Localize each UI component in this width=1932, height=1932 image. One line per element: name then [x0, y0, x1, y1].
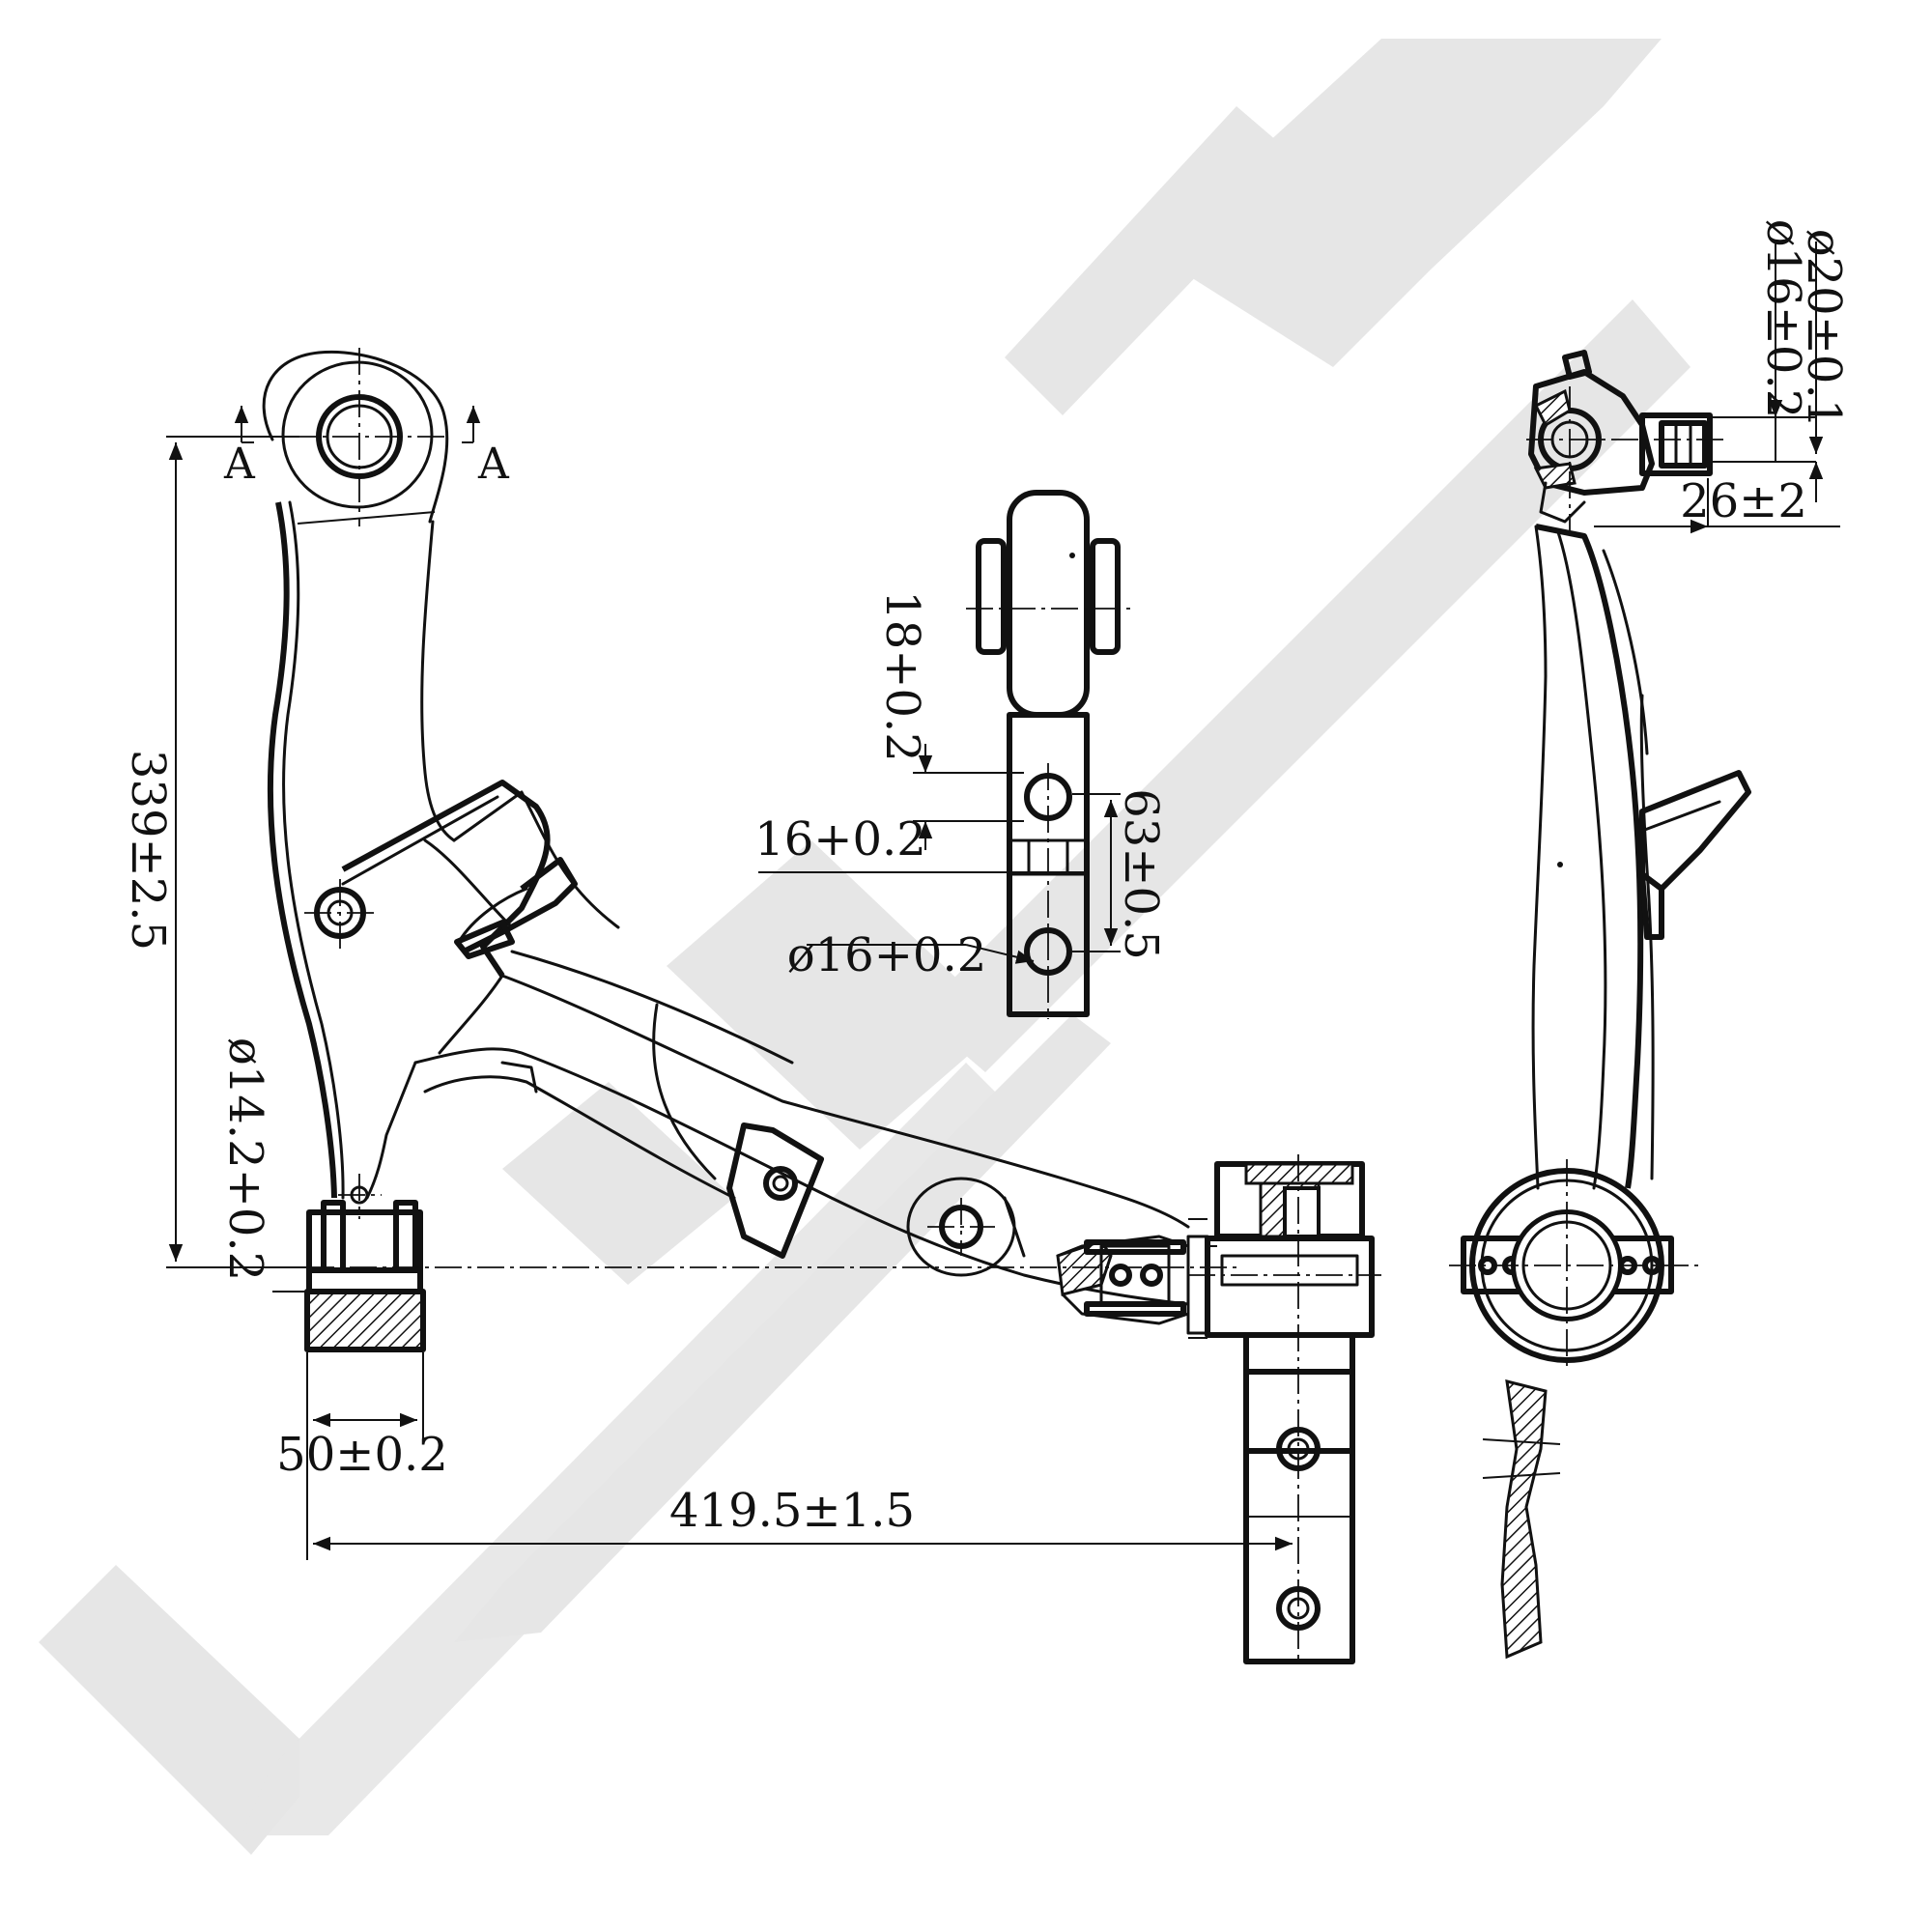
main-view-control-arm [262, 348, 1381, 1664]
dim-ball-16-label: ø16±0.2 [1756, 219, 1810, 419]
dim-ball-26-label: 26±2 [1680, 474, 1807, 528]
dim-overall-length: 419.5±1.5 [306, 1439, 1293, 1560]
dim-lug-16-label: 16+0.2 [754, 812, 926, 867]
dim-ball-joint: ø20±0.1 ø16±0.2 26±2 [1594, 219, 1851, 534]
dim-height-label: 339±2.5 [121, 750, 175, 951]
dim-ball-20-label: ø20±0.1 [1797, 229, 1851, 429]
dim-overall-length-label: 419.5±1.5 [669, 1484, 915, 1538]
dim-lug-16: 16+0.2 [754, 812, 1087, 873]
dim-lug-18: 18+0.2 [875, 590, 1024, 850]
dim-lug-18-label: 18+0.2 [875, 590, 929, 762]
dim-lug-63: 63±0.5 [1072, 788, 1168, 960]
dim-bushing-width: 50±0.2 [276, 1352, 448, 1482]
side-view-arm [1449, 350, 1751, 1660]
dim-bushing-diameter-label: ø14.2+0.2 [218, 1037, 272, 1281]
dim-bushing-diameter: ø14.2+0.2 [218, 1037, 307, 1293]
center-view-lug [966, 490, 1130, 1019]
section-line-a-a: A A [223, 406, 510, 489]
dim-lug-diameter: ø16+0.2 [787, 928, 1035, 982]
section-label-right: A [477, 440, 510, 489]
section-label-left: A [223, 440, 256, 489]
dim-lug-diameter-label: ø16+0.2 [787, 928, 987, 982]
dim-lug-63-label: 63±0.5 [1114, 788, 1168, 960]
dim-height: 339±2.5 [121, 436, 307, 1268]
dim-bushing-width-label: 50±0.2 [276, 1428, 448, 1482]
